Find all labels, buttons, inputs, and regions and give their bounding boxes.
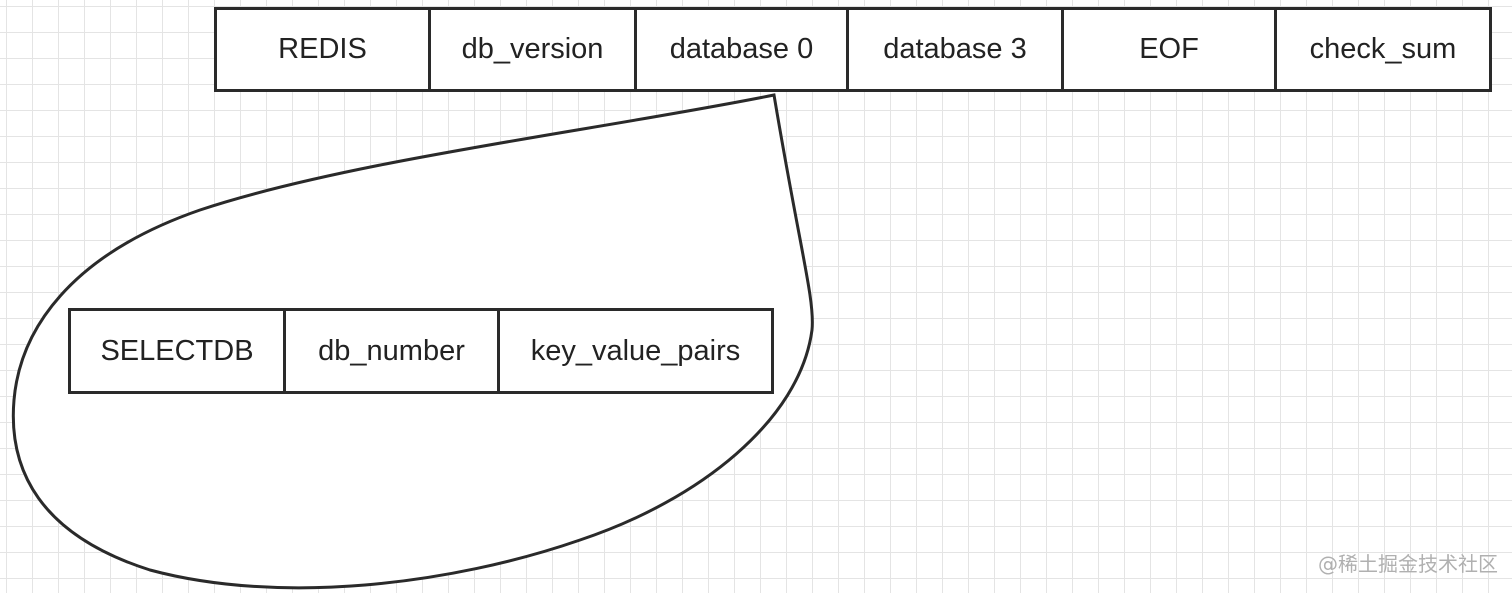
rdb-file-structure-row: REDIS db_version database 0 database 3 E… [214, 7, 1492, 92]
watermark: @稀土掘金技术社区 [1318, 552, 1498, 576]
cell-db-version: db_version [431, 10, 637, 89]
cell-key-value-pairs: key_value_pairs [530, 334, 741, 367]
cell-redis: REDIS [217, 10, 431, 89]
cell-selectdb: SELECTDB [71, 311, 286, 391]
cell-db-number: db_number [286, 311, 500, 391]
database-structure-row: SELECTDB db_number key_value_pairs [68, 308, 774, 394]
cell-database-0: database 0 [637, 10, 849, 89]
cell-eof: EOF [1064, 10, 1277, 89]
cell-check-sum: check_sum [1309, 33, 1457, 65]
cell-database-3: database 3 [849, 10, 1064, 89]
